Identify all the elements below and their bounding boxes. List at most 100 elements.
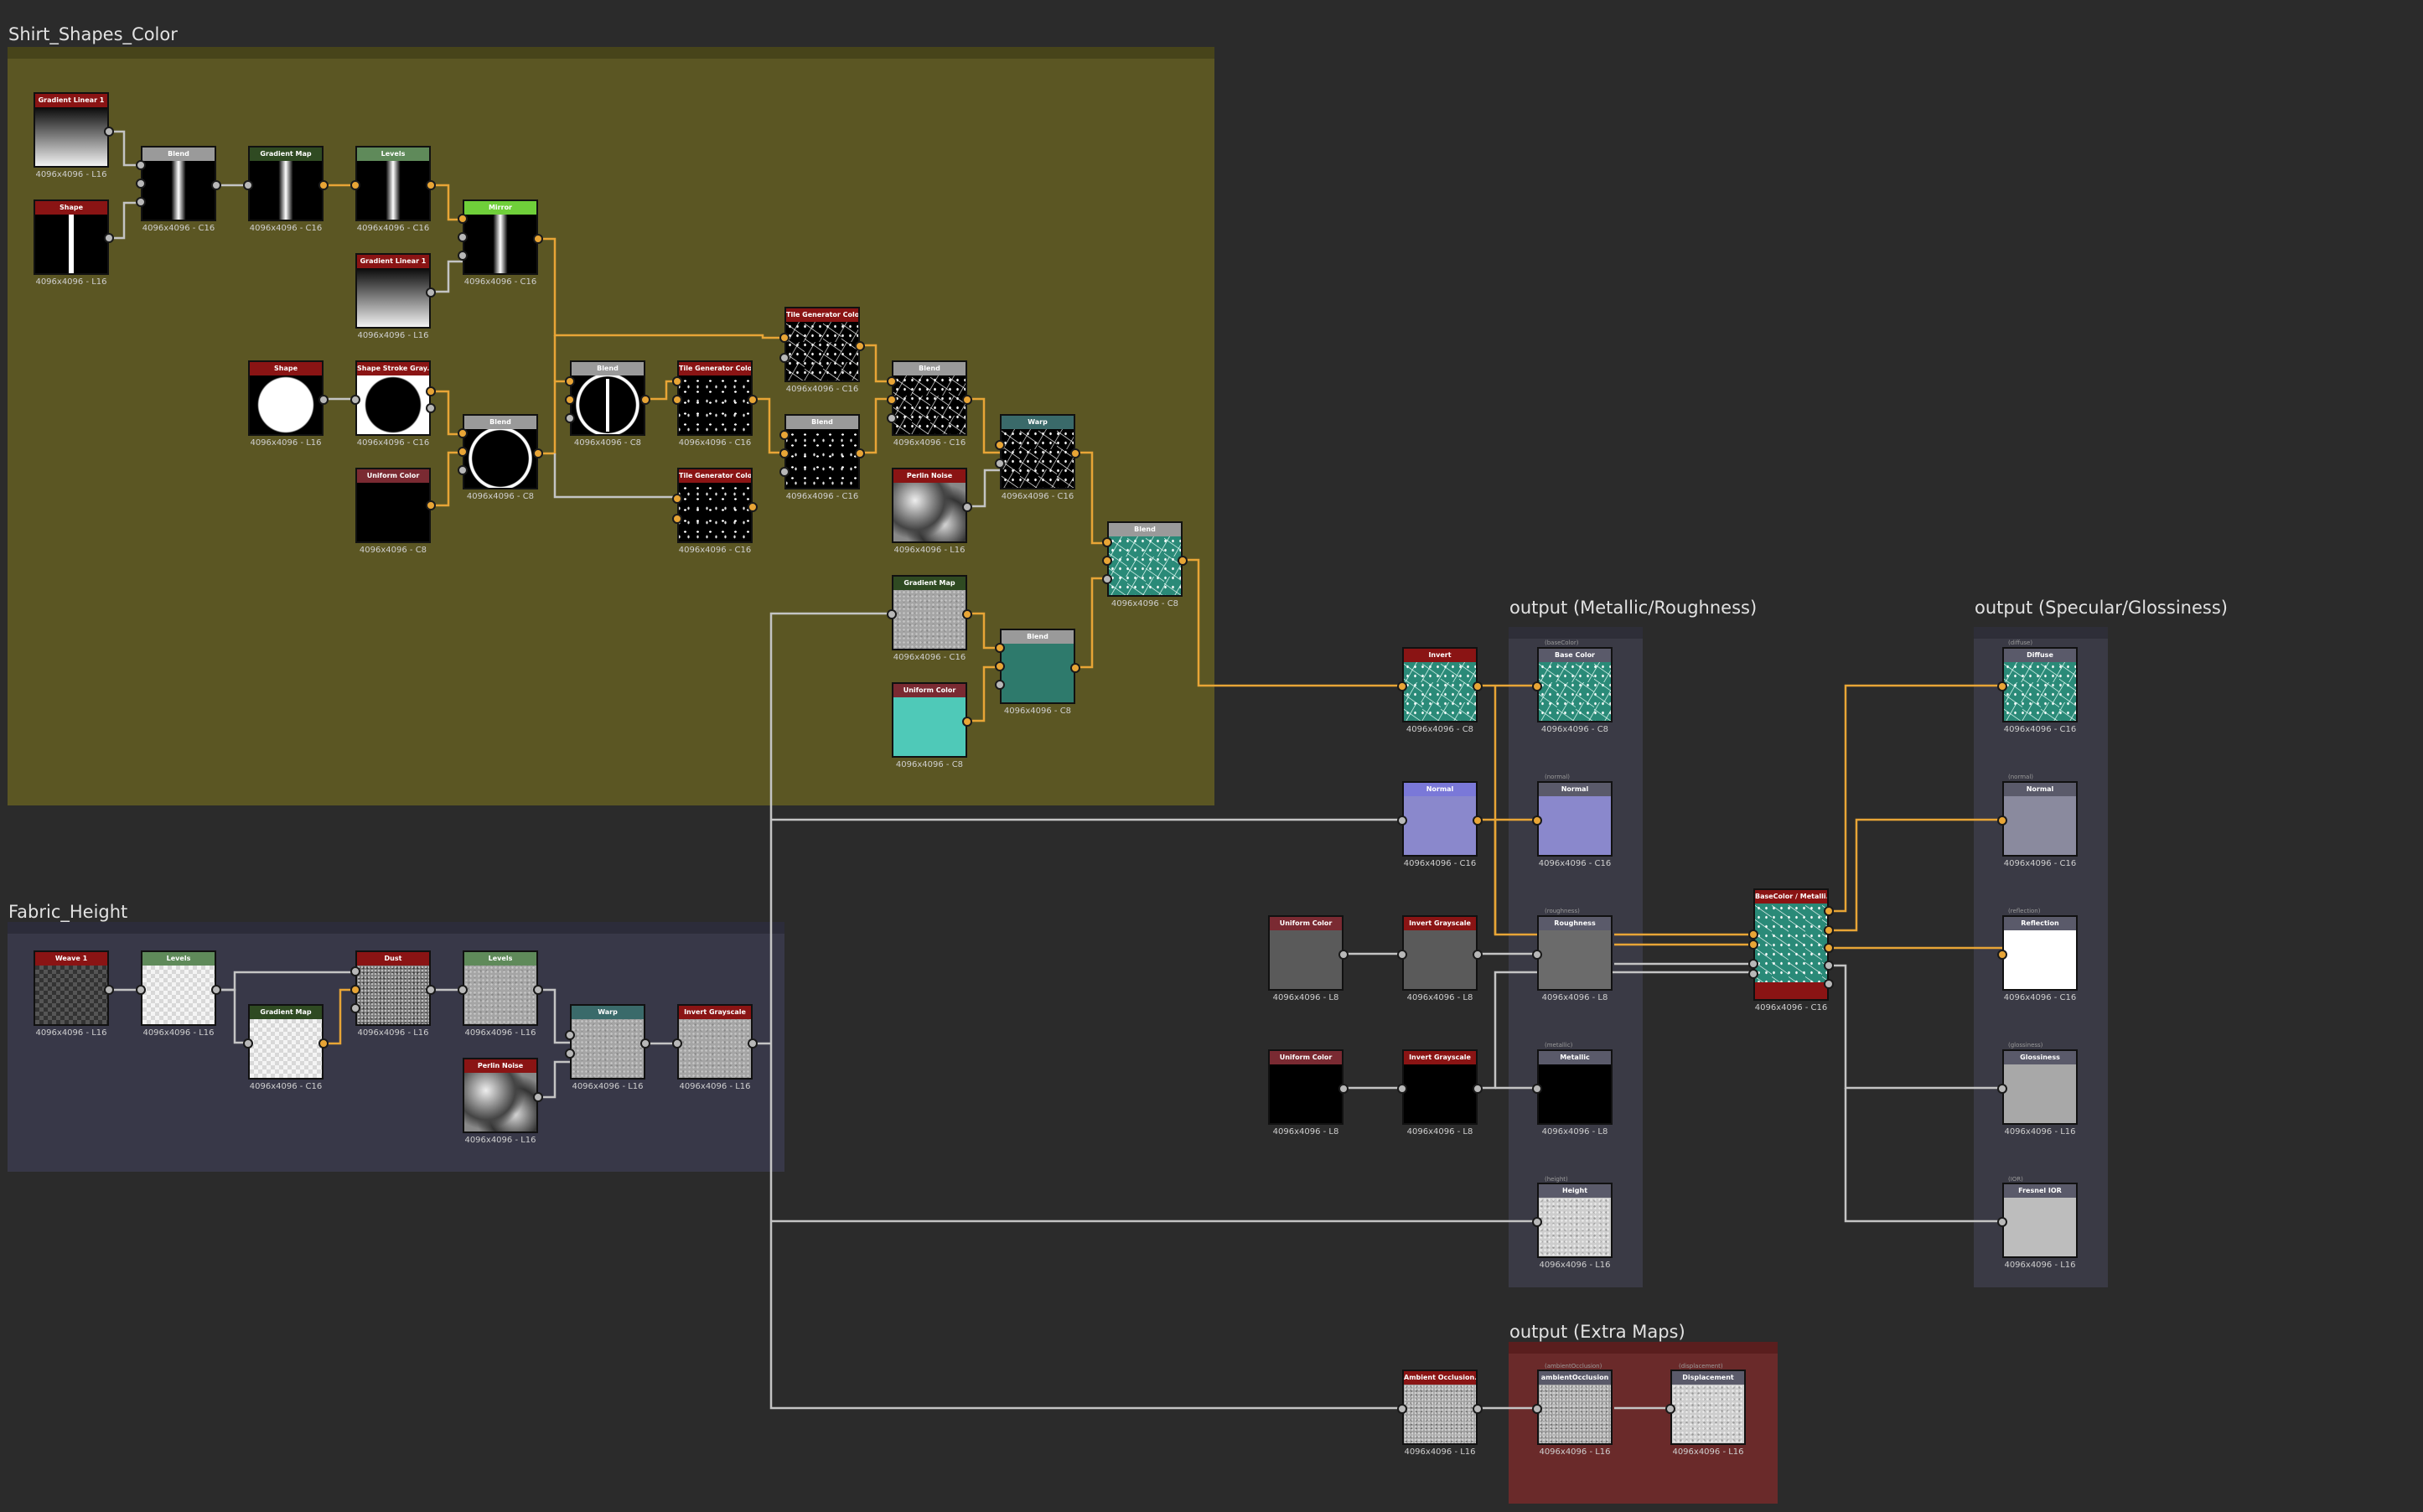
node-gradient-linear[interactable]: Gradient Linear 1 4096x4096 - L16 [34,92,114,179]
output-port[interactable] [426,985,436,995]
input-port[interactable] [350,966,360,976]
output-port[interactable] [318,1038,329,1049]
node-gradient-map[interactable]: Gradient Map 4096x4096 - C16 [887,575,972,662]
input-port[interactable] [458,232,468,242]
output-port[interactable] [962,609,972,619]
input-port[interactable] [1397,1404,1407,1414]
node-invert-grayscale[interactable]: Invert Grayscale 4096x4096 - L16 [672,1004,758,1091]
input-port[interactable] [458,428,468,438]
output-port[interactable] [748,502,758,512]
output-ior[interactable]: Fresnel IOR 4096x4096 - L16 [1997,1183,2078,1270]
output-port[interactable] [1338,950,1349,960]
input-port[interactable] [1997,1084,2007,1094]
output-port[interactable] [318,395,329,405]
node-warp[interactable]: Warp 4096x4096 - C16 [995,414,1080,501]
node-gradient-map[interactable]: Gradient Map 4096x4096 - C16 [243,1004,329,1091]
output-port[interactable] [1338,1084,1349,1094]
node-perlin-noise[interactable]: Perlin Noise 4096x4096 - L16 [463,1058,543,1145]
node-levels[interactable]: Levels 4096x4096 - L16 [458,950,543,1038]
node-levels[interactable]: Levels 4096x4096 - C16 [350,146,436,233]
node-shape-stroke[interactable]: Shape Stroke Gray... 4096x4096 - C16 [350,360,436,448]
input-port[interactable] [887,395,897,405]
input-port[interactable] [779,353,790,363]
node-invert-grayscale[interactable]: Invert Grayscale 4096x4096 - L8 [1397,1049,1483,1137]
input-port[interactable] [1102,556,1112,566]
output-port[interactable] [1070,663,1080,673]
node-uniform-color[interactable]: Uniform Color 4096x4096 - C8 [355,468,436,555]
input-port[interactable] [1397,950,1407,960]
input-port[interactable] [350,395,360,405]
input-port[interactable] [887,413,897,423]
input-port[interactable] [887,376,897,386]
node-warp[interactable]: Warp 4096x4096 - L16 [565,1004,650,1091]
output-port[interactable] [640,395,650,405]
input-port[interactable] [995,458,1005,469]
input-port[interactable] [1665,1404,1675,1414]
node-blend[interactable]: Blend 4096x4096 - C8 [565,360,650,448]
input-port[interactable] [458,985,468,995]
node-uniform-color[interactable]: Uniform Color 4096x4096 - L8 [1268,1049,1349,1137]
input-port[interactable] [995,661,1005,671]
output-port[interactable] [104,127,114,137]
input-port[interactable] [565,1049,575,1059]
output-port[interactable] [1824,906,1834,916]
output-diffuse[interactable]: Diffuse 4096x4096 - C16 [1997,647,2078,734]
node-blend[interactable]: Blend 4096x4096 - C8 [1102,521,1188,608]
node-blend[interactable]: Blend 4096x4096 - C16 [779,414,865,501]
input-port[interactable] [1102,574,1112,584]
input-port[interactable] [136,160,146,170]
input-port[interactable] [565,376,575,386]
node-invert[interactable]: Invert 4096x4096 - C8 [1397,647,1483,734]
input-port[interactable] [565,413,575,423]
output-port[interactable] [318,180,329,190]
input-port[interactable] [1532,950,1542,960]
output-port[interactable] [1178,556,1188,566]
input-port[interactable] [458,465,468,475]
output-normal[interactable]: Normal 4096x4096 - C16 [1532,781,1613,868]
node-blend[interactable]: Blend 4096x4096 - C8 [458,414,543,501]
node-shape[interactable]: Shape 4096x4096 - L16 [248,360,329,448]
node-blend[interactable]: Blend 4096x4096 - C8 [995,629,1080,716]
input-port[interactable] [672,514,682,524]
input-port[interactable] [1997,681,2007,691]
input-port[interactable] [136,985,146,995]
input-port[interactable] [779,448,790,458]
input-port[interactable] [1997,816,2007,826]
input-port[interactable] [672,376,682,386]
node-invert-grayscale[interactable]: Invert Grayscale 4096x4096 - L8 [1397,915,1483,1002]
node-perlin-noise[interactable]: Perlin Noise 4096x4096 - L16 [892,468,972,555]
input-port[interactable] [565,395,575,405]
output-port[interactable] [104,985,114,995]
output-port[interactable] [748,395,758,405]
input-port[interactable] [1748,929,1758,940]
output-base-color[interactable]: Base Color 4096x4096 - C8 [1532,647,1613,734]
input-port[interactable] [1748,959,1758,969]
node-normal[interactable]: Normal 4096x4096 - C16 [1397,781,1483,868]
output-glossiness[interactable]: Glossiness 4096x4096 - L16 [1997,1049,2078,1137]
input-port[interactable] [779,333,790,343]
output-port[interactable] [1824,979,1834,989]
input-port[interactable] [458,251,468,261]
input-port[interactable] [350,180,360,190]
input-port[interactable] [672,395,682,405]
node-tile-generator[interactable]: Tile Generator Color 4096x4096 - C16 [672,468,758,555]
output-port[interactable] [211,180,221,190]
output-roughness[interactable]: Roughness 4096x4096 - L8 [1532,915,1613,1002]
input-port[interactable] [136,179,146,189]
output-port[interactable] [1473,950,1483,960]
input-port[interactable] [458,447,468,457]
input-port[interactable] [1532,1084,1542,1094]
output-port[interactable] [748,1038,758,1049]
input-port[interactable] [1748,940,1758,950]
output-port[interactable] [1473,816,1483,826]
output-port[interactable] [426,403,436,413]
output-port[interactable] [962,502,972,512]
output-normal[interactable]: Normal 4096x4096 - C16 [1997,781,2078,868]
node-gradient-map[interactable]: Gradient Map 4096x4096 - C16 [243,146,329,233]
input-port[interactable] [350,1003,360,1013]
output-reflection[interactable]: Reflection 4096x4096 - C16 [1997,915,2078,1002]
output-metallic[interactable]: Metallic 4096x4096 - L8 [1532,1049,1613,1137]
output-port[interactable] [1473,681,1483,691]
node-levels[interactable]: Levels 4096x4096 - L16 [136,950,221,1038]
node-mirror[interactable]: Mirror 4096x4096 - C16 [458,199,543,287]
